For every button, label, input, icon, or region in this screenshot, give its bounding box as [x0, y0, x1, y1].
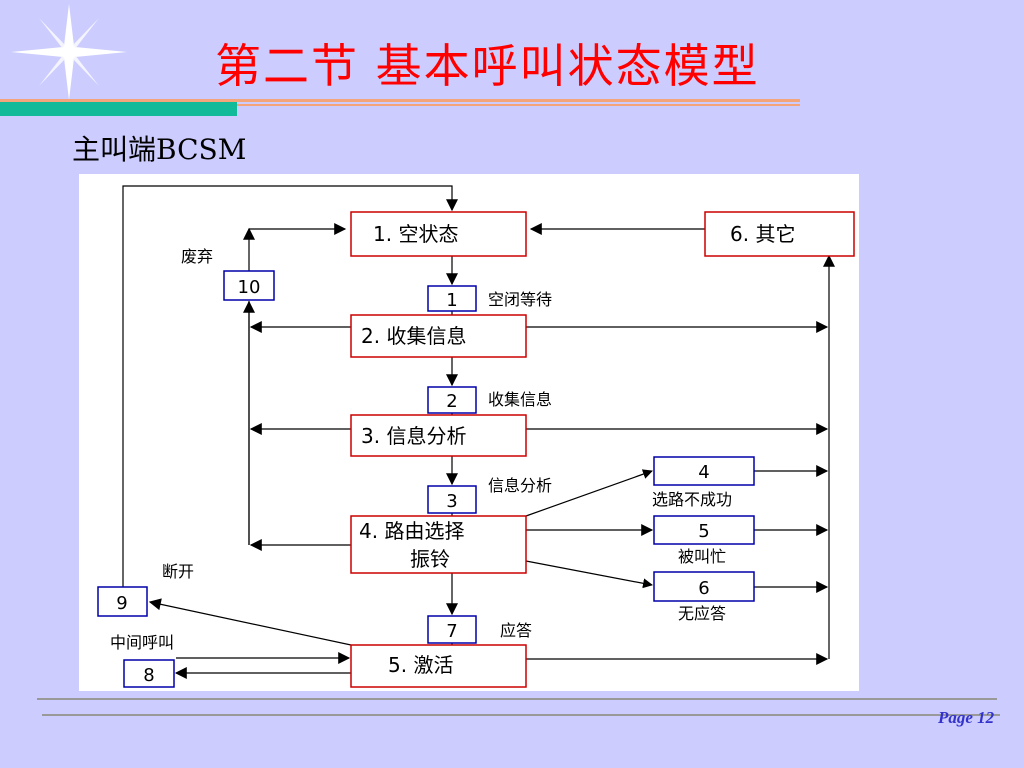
event-2-label: 2 [446, 391, 457, 412]
event-9-label: 9 [116, 593, 127, 614]
event-8-label: 8 [143, 665, 154, 686]
state-5-box [350, 644, 527, 688]
label-route-fail: 选路不成功 [652, 490, 732, 509]
flow-4-to-e6 [525, 560, 653, 589]
flow-4-to-e4 [525, 469, 653, 517]
state-6-box [704, 211, 855, 257]
label-disconnect: 断开 [162, 562, 194, 581]
state-2-label: 2. 收集信息 [361, 324, 466, 348]
event-4-box [653, 456, 755, 486]
bcsm-diagram-svg: 1. 空状态 6. 其它 2. 收集信息 3. 信息分析 4. 路由选择 振铃 … [97, 185, 855, 688]
state-3-label: 3. 信息分析 [361, 424, 466, 448]
slide-subtitle: 主叫端BCSM [72, 133, 247, 166]
state-5-label: 5. 激活 [388, 653, 453, 677]
event-8-box [123, 659, 175, 688]
state-1-box [350, 211, 527, 257]
state-4-label-line1: 4. 路由选择 [359, 519, 464, 543]
state-4-box [350, 515, 527, 574]
event-5-label: 5 [698, 521, 709, 542]
event-3-label: 3 [446, 491, 457, 512]
bcsm-diagram: 1. 空状态 6. 其它 2. 收集信息 3. 信息分析 4. 路由选择 振铃 … [79, 174, 859, 691]
event-1-box [427, 285, 477, 312]
event-6-label: 6 [698, 578, 709, 599]
header-orange-line-2 [0, 104, 800, 106]
event-7-label: 7 [446, 621, 457, 642]
header-green-bar [0, 102, 237, 116]
footer-line-1 [37, 698, 997, 700]
event-9-box [97, 586, 148, 617]
event-5-box [653, 515, 755, 545]
header-orange-line [0, 99, 800, 102]
state-6-label: 6. 其它 [730, 222, 795, 246]
state-2-box [350, 314, 527, 358]
label-mid-call: 中间呼叫 [110, 633, 174, 652]
state-1-label: 1. 空状态 [373, 222, 458, 246]
footer-line-2 [42, 714, 1000, 716]
label-answer: 应答 [500, 621, 532, 640]
label-no-answer: 无应答 [678, 604, 726, 623]
label-busy: 被叫忙 [678, 547, 726, 566]
event-6-box [653, 571, 755, 602]
slide-title: 第二节 基本呼叫状态模型 [215, 39, 760, 93]
label-wait: 空闭等待 [488, 290, 552, 309]
event-1-label: 1 [446, 290, 457, 311]
event-3-box [427, 485, 477, 514]
label-abandon: 废弃 [181, 247, 213, 266]
star-logo-icon [11, 4, 127, 100]
state-3-box [350, 414, 527, 457]
page-number: Page 12 [938, 708, 995, 727]
event-10-box [223, 270, 275, 301]
flow-9-to-1 [122, 185, 458, 587]
flow-5-to-e9 [148, 598, 352, 646]
event-4-label: 4 [698, 462, 709, 483]
event-10-label: 10 [238, 277, 261, 298]
label-collect: 收集信息 [488, 390, 552, 409]
state-4-label-line2: 振铃 [410, 547, 450, 571]
event-2-box [427, 386, 477, 414]
event-7-box [427, 615, 477, 644]
label-analyze: 信息分析 [488, 476, 552, 495]
